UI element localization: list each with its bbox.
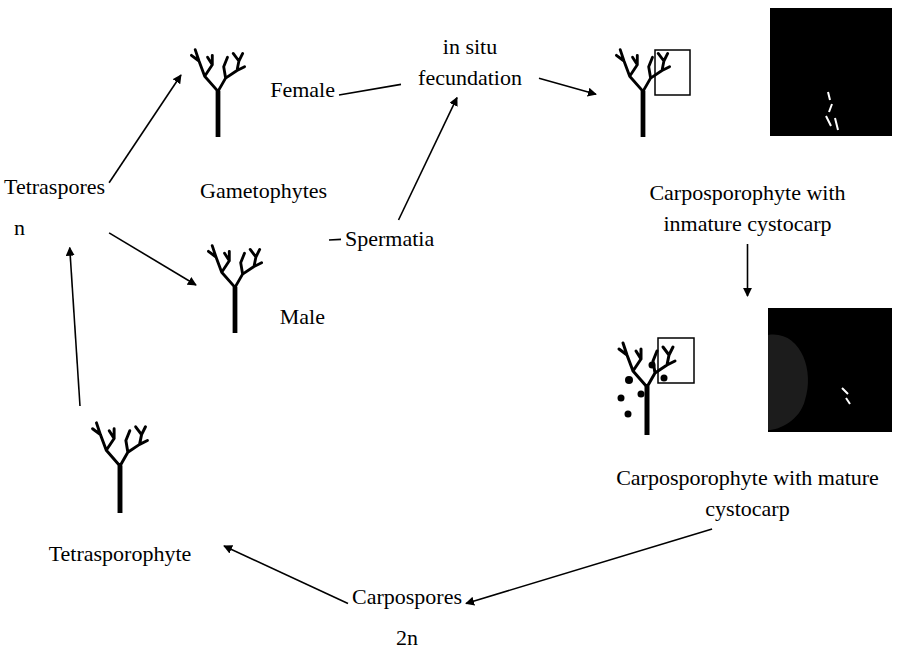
stage-node: Spermatia	[345, 224, 434, 255]
zoom-square	[655, 50, 690, 95]
male-plant	[208, 246, 261, 333]
cycle-arrow	[224, 546, 348, 603]
cycle-arrow	[109, 233, 196, 285]
cycle-arrow	[399, 98, 457, 220]
stage-node: Male	[200, 235, 325, 335]
immature-plant	[616, 50, 669, 137]
stage-label: Carpospores	[352, 582, 462, 613]
mature-plant	[619, 343, 675, 435]
cycle-arrow	[339, 84, 401, 95]
ploidy-label: 2n	[352, 623, 462, 654]
photo-detail	[768, 335, 808, 430]
stage-node: Female	[185, 40, 335, 140]
cycle-arrow	[109, 75, 181, 183]
cycle-arrow	[539, 78, 596, 94]
stage-label: Male	[280, 302, 325, 333]
stage-node: Carposporophyte with mature cystocarp	[600, 300, 895, 525]
cycle-arrow	[747, 244, 749, 296]
stage-label: in situ fecundation	[405, 32, 535, 94]
photo-detail	[826, 92, 838, 130]
stage-label: Tetrasporophyte	[49, 539, 192, 570]
cycle-arrow	[466, 529, 712, 603]
stage-label: Female	[270, 75, 335, 106]
cycle-arrow	[329, 239, 341, 241]
ploidy-label: n	[4, 213, 105, 244]
stage-label: Carposporophyte with inmature cystocarp	[610, 178, 885, 240]
cycle-arrow	[70, 248, 80, 406]
group-label: Gametophytes	[200, 176, 327, 207]
female-plant	[191, 50, 244, 137]
stage-node: Tetraspores n	[4, 172, 105, 244]
cystocarp-photo	[768, 308, 892, 432]
stage-node: Carposporophyte with inmature cystocarp	[600, 5, 895, 240]
stage-node: Carpospores 2n	[352, 582, 462, 654]
zoom-square	[658, 338, 694, 383]
stage-node: in situ fecundation	[405, 32, 535, 94]
cystocarp-photo	[770, 8, 892, 136]
stage-label: Tetraspores	[4, 172, 105, 203]
stage-label: Carposporophyte with mature cystocarp	[610, 463, 885, 525]
tetrasporophyte-plant	[93, 423, 148, 513]
stage-node: Tetrasporophyte	[20, 410, 220, 570]
photo-detail	[842, 388, 850, 404]
stage-label: Spermatia	[345, 224, 434, 255]
cystocarp-dots	[618, 362, 668, 418]
